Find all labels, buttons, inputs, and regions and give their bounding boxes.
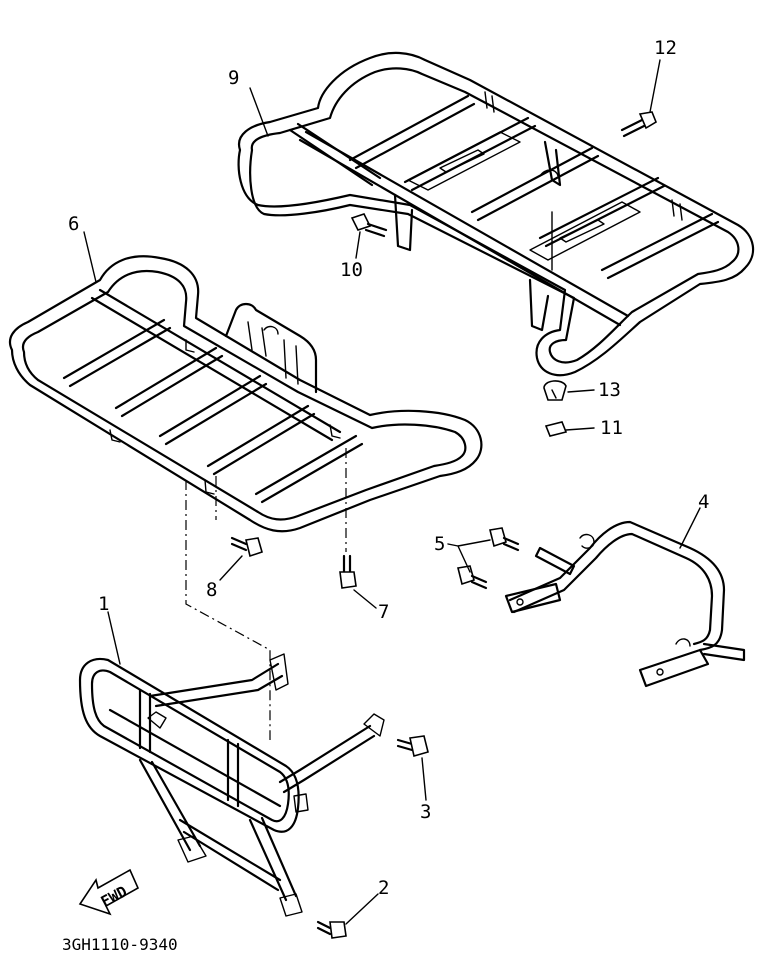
callout-1: 1 bbox=[98, 593, 109, 615]
callout-7: 7 bbox=[378, 601, 389, 623]
bolt-3 bbox=[396, 735, 429, 758]
callout-3: 3 bbox=[420, 801, 431, 823]
callout-12: 12 bbox=[654, 37, 677, 59]
diagram-code: 3GH1110-9340 bbox=[62, 935, 178, 954]
bolt-5-lower bbox=[457, 565, 488, 590]
callout-2: 2 bbox=[378, 877, 389, 899]
bolt-8 bbox=[230, 536, 263, 558]
bolt-12 bbox=[620, 111, 657, 138]
clip-13 bbox=[543, 380, 567, 401]
fwd-arrow-icon: FWD bbox=[78, 868, 140, 916]
front-carrier bbox=[8, 255, 483, 533]
callout-11: 11 bbox=[600, 417, 623, 439]
rear-carrier bbox=[237, 51, 755, 377]
callout-13: 13 bbox=[598, 379, 621, 401]
callout-8: 8 bbox=[206, 579, 217, 601]
collar-11 bbox=[544, 421, 568, 437]
callout-10: 10 bbox=[340, 259, 363, 281]
bolt-10 bbox=[350, 213, 388, 238]
carrier-stay bbox=[78, 653, 385, 917]
callout-leaders bbox=[83, 59, 701, 925]
callout-labels: 9 12 10 6 13 11 4 5 8 7 1 3 2 bbox=[68, 37, 709, 899]
bolt-7 bbox=[339, 554, 357, 589]
bracket-arm bbox=[504, 520, 746, 688]
callout-5: 5 bbox=[434, 533, 445, 555]
callout-6: 6 bbox=[68, 213, 79, 235]
alignment-lines bbox=[185, 448, 347, 740]
bolt-5-upper bbox=[489, 527, 520, 552]
callout-4: 4 bbox=[698, 491, 709, 513]
bolt-2 bbox=[316, 920, 347, 939]
callout-9: 9 bbox=[228, 67, 239, 89]
